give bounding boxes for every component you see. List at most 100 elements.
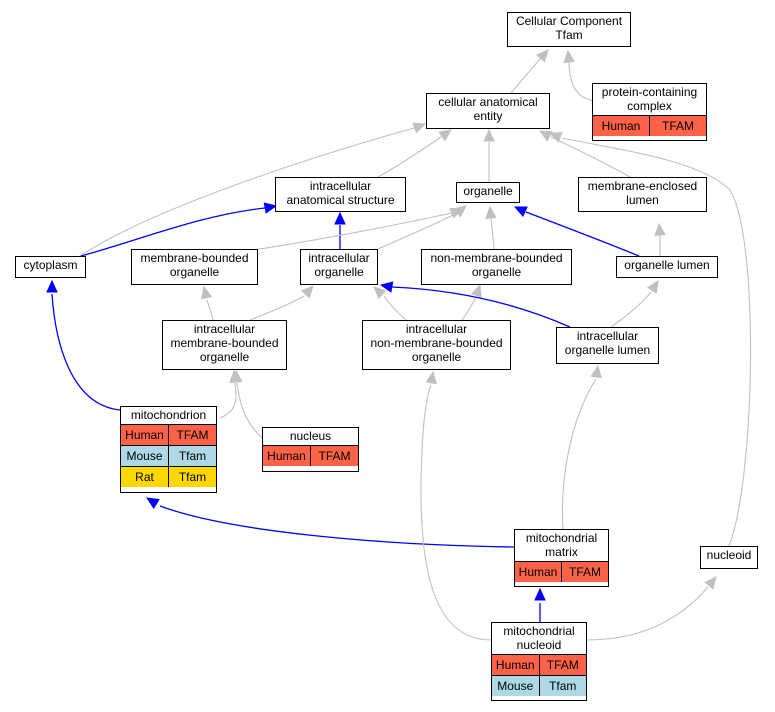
node-mitochondrial-matrix[interactable]: mitochondrial matrix Human TFAM	[514, 529, 609, 587]
arrowhead	[534, 587, 546, 601]
edge-is-a	[561, 137, 752, 547]
arrowhead	[200, 285, 213, 300]
node-label: cellular anatomical entity	[438, 95, 538, 123]
node-organelle-lumen[interactable]: organelle lumen	[616, 256, 718, 278]
edge-is-a	[206, 299, 214, 321]
node-label: intracellular non-membrane-bounded organ…	[370, 322, 503, 364]
ortholog-row-mouse: Mouse Tfam	[121, 445, 216, 466]
arrowhead	[470, 283, 482, 298]
edge-is-a	[610, 291, 652, 328]
node-label: intracellular membrane-bounded organelle	[170, 322, 279, 364]
arrowhead	[548, 132, 563, 143]
arrowhead	[483, 128, 495, 142]
node-membrane-bounded-organelle[interactable]: membrane-bounded organelle	[131, 249, 258, 285]
ortholog-row-rat: Rat Tfam	[121, 466, 216, 487]
gene-symbol: TFAM	[538, 655, 587, 675]
node-label: non-membrane-bounded organelle	[430, 251, 563, 279]
species-label: Mouse	[497, 679, 534, 693]
node-label: intracellular organelle	[308, 251, 370, 279]
arrowhead	[334, 211, 346, 225]
species-label: Mouse	[126, 449, 163, 463]
node-nucleoid[interactable]: nucleoid	[700, 546, 758, 569]
node-protein-containing-complex[interactable]: protein-containing complex Human TFAM	[592, 83, 707, 141]
gene-symbol: TFAM	[561, 562, 608, 582]
node-label: intracellular organelle lumen	[564, 329, 651, 357]
arrowhead	[646, 279, 659, 294]
ortholog-row-human: Human TFAM	[492, 654, 586, 675]
edge-is-a	[249, 295, 305, 321]
node-mitochondrion[interactable]: mitochondrion Human TFAM Mouse Tfam Rat …	[120, 406, 217, 493]
arrowhead	[536, 49, 549, 63]
species-label: Human	[518, 565, 558, 579]
node-label: mitochondrial matrix	[525, 531, 598, 559]
node-label: membrane-enclosed lumen	[587, 179, 698, 207]
node-label: nucleoid	[706, 548, 752, 562]
arrowhead	[145, 497, 160, 509]
edge-is-a	[510, 57, 542, 94]
node-cytoplasm[interactable]: cytoplasm	[15, 256, 86, 278]
edge-is-a	[420, 384, 492, 641]
node-label: intracellular anatomical structure	[286, 179, 395, 207]
arrowhead	[485, 205, 497, 219]
species-label: Human	[601, 119, 641, 133]
node-label: organelle lumen	[624, 258, 710, 272]
node-intracellular-anatomical-structure[interactable]: intracellular anatomical structure	[275, 177, 406, 212]
edge-is-a	[490, 218, 495, 250]
gene-symbol: Tfam	[538, 676, 587, 696]
species-label: Human	[267, 449, 306, 463]
arrowhead	[453, 205, 467, 218]
arrowhead	[263, 202, 278, 214]
gene-symbol: TFAM	[310, 446, 358, 466]
node-label: nucleus	[289, 429, 332, 443]
species-label: Human	[495, 658, 535, 672]
node-non-membrane-bounded-organelle[interactable]: non-membrane-bounded organelle	[421, 249, 572, 285]
arrowhead	[563, 49, 575, 64]
arrowhead	[513, 206, 528, 218]
node-label: membrane-bounded organelle	[140, 251, 249, 279]
edge-is-a	[377, 136, 442, 178]
arrowhead	[425, 370, 437, 385]
node-intracellular-organelle[interactable]: intracellular organelle	[300, 249, 378, 285]
node-intracellular-membrane-bounded-organelle[interactable]: intracellular membrane-bounded organelle	[162, 320, 287, 370]
edge-is-a	[461, 296, 477, 321]
edge-is-a	[586, 586, 709, 641]
node-label: organelle	[463, 184, 513, 198]
edge-is-a	[383, 295, 407, 321]
node-label: mitochondrial nucleoid	[503, 624, 575, 652]
ortholog-row-mouse: Mouse Tfam	[492, 675, 586, 696]
node-label: protein-containing complex	[601, 85, 698, 113]
edge-part-of	[51, 293, 121, 411]
arrowhead	[704, 576, 717, 590]
arrowhead	[231, 369, 243, 383]
arrowhead	[538, 130, 553, 142]
edge-is-a	[561, 378, 597, 530]
node-label: mitochondrion	[130, 408, 207, 422]
node-label: cytoplasm	[23, 258, 78, 272]
arrowhead	[46, 279, 58, 293]
ortholog-row-human: Human TFAM	[121, 424, 216, 445]
edge-part-of	[391, 286, 571, 328]
node-membrane-enclosed-lumen[interactable]: membrane-enclosed lumen	[578, 177, 707, 212]
node-cellular-component-tfam[interactable]: Cellular Component Tfam	[507, 12, 631, 47]
node-intracellular-non-membrane-bounded-organelle[interactable]: intracellular non-membrane-bounded organ…	[362, 320, 511, 370]
node-organelle[interactable]: organelle	[456, 182, 520, 203]
node-mitochondrial-nucleoid[interactable]: mitochondrial nucleoid Human TFAM Mouse …	[491, 622, 587, 701]
species-label: Rat	[135, 470, 154, 484]
gene-symbol: Tfam	[168, 446, 216, 466]
gene-symbol: TFAM	[649, 116, 706, 136]
node-intracellular-organelle-lumen[interactable]: intracellular organelle lumen	[556, 327, 659, 364]
node-cellular-anatomical-entity[interactable]: cellular anatomical entity	[426, 93, 550, 129]
edge-is-a	[252, 212, 453, 251]
species-label: Human	[125, 428, 164, 442]
edge-part-of	[525, 211, 640, 257]
ortholog-row-human: Human TFAM	[263, 445, 358, 466]
arrowhead	[373, 286, 387, 299]
arrowhead	[301, 285, 314, 299]
edge-part-of	[80, 207, 266, 257]
arrowhead	[379, 281, 394, 293]
node-nucleus[interactable]: nucleus Human TFAM	[262, 427, 359, 472]
edge-is-a	[79, 127, 415, 257]
edge-part-of	[159, 505, 515, 548]
arrowhead	[590, 364, 602, 379]
